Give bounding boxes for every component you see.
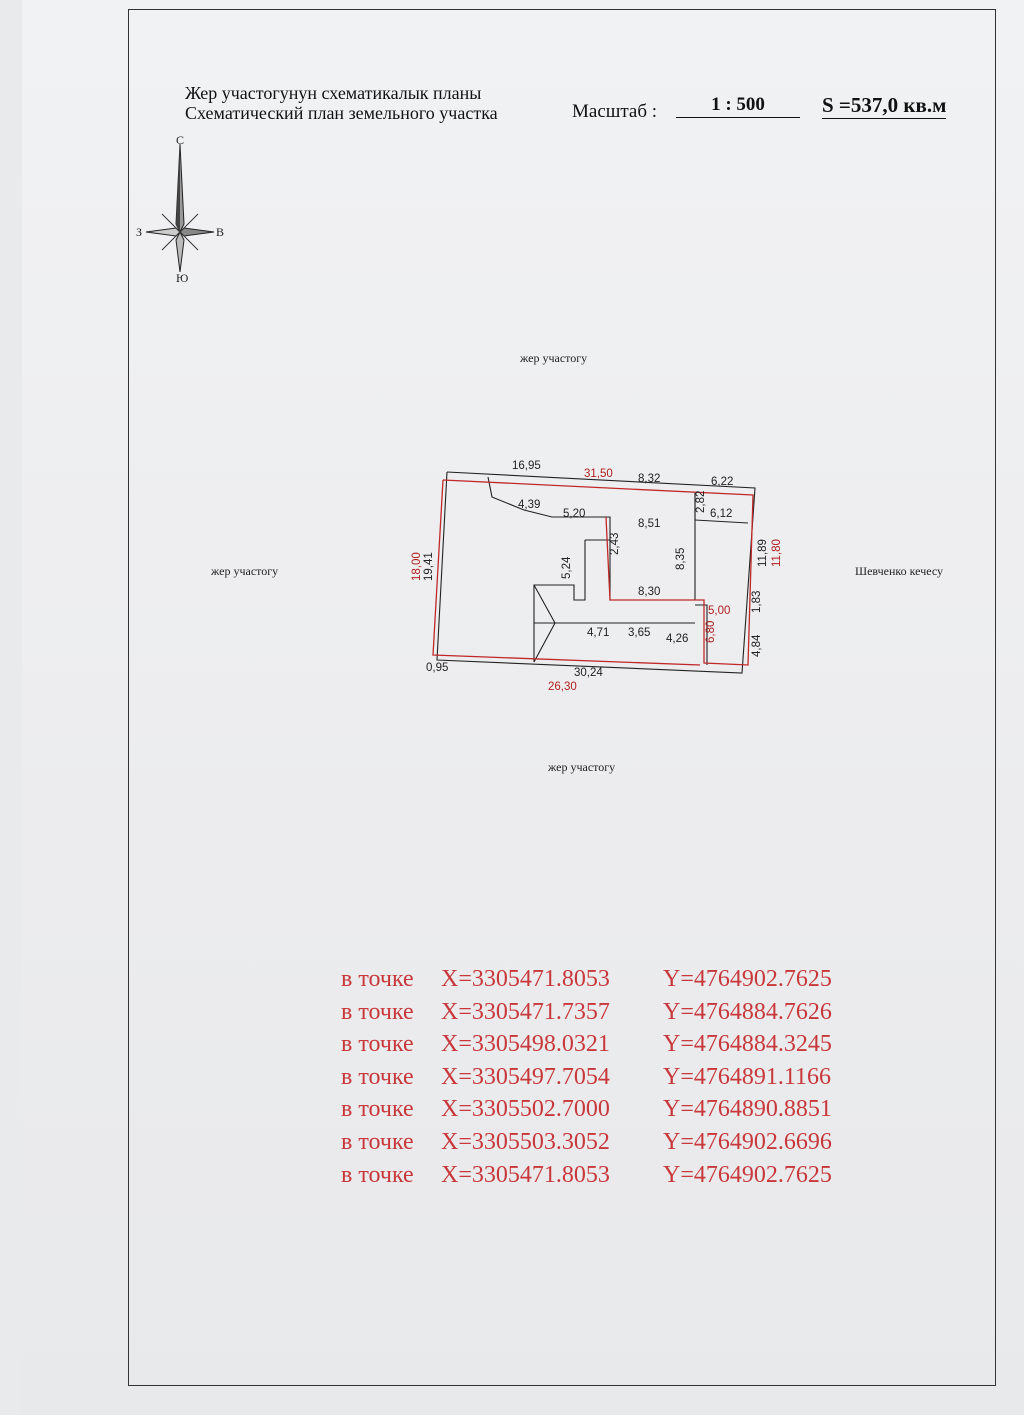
dim-bottom-right-a: 4,26 [666,633,688,645]
dim-left-side: 19,41 [423,552,435,581]
page-frame [128,9,996,1386]
dim-inner-vert: 5,24 [561,556,573,579]
dim-wall-a: 4,39 [518,499,540,511]
compass-north: С [176,133,184,147]
dim-wall-b: 5,20 [563,508,585,520]
dim-corner-bl: 0,95 [426,662,448,674]
dim-top-left: 16,95 [512,460,541,472]
neighbor-south: жер участогу [548,760,616,774]
neighbor-north: жер участогу [520,351,588,365]
dim-top-right: 6,22 [711,476,733,488]
area-value: S =537,0 кв.м [822,93,947,119]
title-russian: Схематический план земельного участка [185,103,498,123]
dim-annex-top: 6,12 [710,508,732,520]
dim-red-right: 11,80 [771,539,783,567]
neighbor-west: жер участогу [211,564,279,578]
dim-annex-short: 2,82 [695,491,707,513]
neighbor-east: Шевченко кечесу [855,564,944,578]
dim-right-lower-b: 4,84 [751,634,763,657]
dim-right-lower-a: 1,83 [751,591,763,613]
dim-bottom-mid: 3,65 [628,627,650,639]
title-kyrgyz: Жер участогунун схематикалык планы [185,83,482,103]
dim-red-left: 18,00 [411,552,423,581]
plan-red-outline [432,479,754,666]
dim-house-side-short: 2,43 [609,533,621,555]
dim-right-side: 11,89 [757,539,769,567]
compass-south: Ю [176,271,188,282]
scale-value: 1 : 500 [676,94,800,118]
compass-west: З [136,225,142,239]
dim-red-step-h: 5,00 [708,605,730,617]
dim-bottom-small: 4,71 [587,627,609,639]
site-plan-drawing: 16,95 31,50 8,32 6,22 4,39 5,20 8,51 6,1… [411,460,783,693]
dim-house-top: 8,51 [638,518,660,530]
dim-house-bottom: 8,30 [638,586,660,598]
dim-top-mid: 8,32 [638,473,660,485]
compass-rose-icon: С Ю З В [136,133,224,282]
dim-bottom: 30,24 [574,667,603,679]
dim-red-top: 31,50 [584,468,613,480]
dim-red-step-v: 6,80 [705,621,717,643]
compass-east: В [216,225,224,239]
dim-red-bottom: 26,30 [548,681,577,693]
dim-house-right: 8,35 [675,548,687,570]
scale-label: Масштаб : [572,101,658,122]
